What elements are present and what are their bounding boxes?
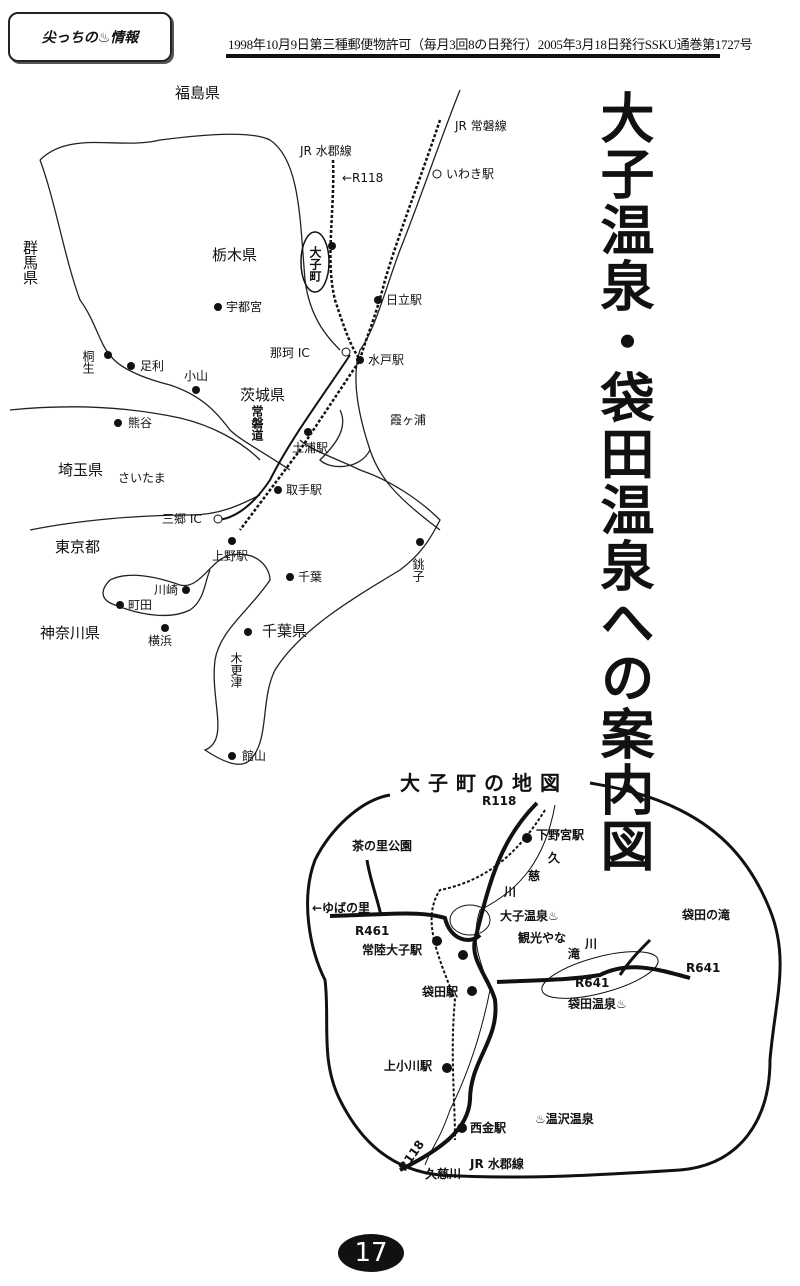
kasumigaura-lake: [319, 409, 371, 468]
label-chanosato-park: 茶の里公園: [351, 838, 412, 853]
kuji-river: [424, 804, 556, 1166]
label-saigane: 西金駅: [470, 1120, 507, 1135]
jr-joban-line: [238, 119, 442, 531]
page-title: 大子温泉・袋田温泉への案内図: [591, 90, 654, 874]
label-kumagaya: 熊谷: [128, 415, 152, 430]
label-kasumigaura: 霞ヶ浦: [390, 413, 426, 427]
label-jr-suigun: JR 水郡線: [299, 143, 352, 158]
label-jr-suigun-town: JR 水郡線: [469, 1156, 524, 1171]
town-map-title: 大子町の地図: [400, 771, 568, 795]
label-chiba: 千葉: [298, 570, 322, 584]
river-char-1: 久: [548, 850, 561, 865]
daigo-onsen-area: [449, 904, 491, 936]
label-misato-ic: 三郷 IC: [162, 512, 202, 526]
label-nukuzawa-onsen: ♨温沢温泉: [535, 1111, 595, 1126]
label-yokohama: 横浜: [148, 634, 172, 648]
label-r641-east: R641: [686, 961, 720, 975]
page-number: 17: [338, 1234, 404, 1272]
road-r118: [399, 801, 539, 1172]
daigo-town-highlight: [300, 231, 330, 293]
coastline-chiba: [109, 439, 441, 765]
label-kuji-river: 久慈川: [425, 1166, 461, 1181]
label-fukuroda-onsen: 袋田温泉♨: [567, 996, 627, 1011]
label-iwaki: いわき駅: [446, 167, 494, 181]
road-chanosato: [365, 859, 383, 917]
label-utsunomiya: 宇都宮: [226, 299, 262, 314]
label-fukuroda-falls: 袋田の滝: [681, 907, 730, 922]
coastline-ibaraki: [355, 89, 461, 531]
label-tokyo: 東京都: [55, 538, 100, 556]
label-hitachi: 日立駅: [386, 292, 422, 307]
label-saitama: 埼玉県: [58, 461, 103, 479]
coastline-kanagawa: [102, 569, 211, 617]
border-tochigi: [39, 159, 291, 471]
rail-lines: [238, 119, 442, 531]
river-char-4: 滝: [568, 946, 580, 961]
river-char-5: 川: [584, 937, 597, 951]
label-kanagawa: 神奈川県: [40, 624, 100, 642]
label-daigo-onsen: 大子温泉♨: [500, 908, 559, 923]
road-r641: [496, 965, 691, 984]
header-divider: [226, 54, 720, 58]
label-kanko-yana: 観光やな: [518, 930, 566, 945]
label-r118: ←R118: [342, 171, 383, 185]
station-dots: [104, 242, 424, 760]
label-mito: 水戸駅: [368, 353, 404, 367]
town-boundary: [306, 781, 782, 1179]
town-roads: [329, 801, 691, 1172]
main-map-labels: JR 常磐線 JR 水郡線 ←R118 常磐道 大子町 いわき駅 宇都宮 日立駅…: [81, 118, 507, 763]
label-ashikaga: 足利: [140, 359, 164, 373]
label-toride: 取手駅: [286, 483, 322, 497]
main-map-lines: [9, 89, 461, 765]
label-kamiogawa: 上小川駅: [384, 1058, 433, 1073]
fukuroda-onsen-area: [541, 951, 659, 999]
label-naka-ic: 那珂 IC: [270, 346, 310, 360]
jr-suigun-line: [329, 159, 362, 361]
label-r641-inner: R641: [575, 976, 609, 990]
town-map-labels: R118 R461 R641 R641 R118 下野宮駅 茶の里公園 ←ゆばの…: [312, 794, 730, 1181]
border-tokyo: [29, 494, 261, 531]
label-tsuchiura: 土浦駅: [292, 441, 328, 455]
label-fukuroda-station: 袋田駅: [421, 984, 459, 999]
label-shimonomiya: 下野宮駅: [536, 827, 585, 842]
road-r461: [329, 911, 482, 942]
label-r118-north: R118: [482, 794, 516, 808]
joban-expressway: [214, 354, 351, 521]
label-ibaraki: 茨城県: [240, 386, 285, 404]
newsletter-logo: 尖っちの♨情報: [8, 12, 172, 62]
naka-ic-marker: [341, 347, 351, 357]
label-kiryu: 桐生: [81, 350, 95, 374]
label-jr-joban: JR 常磐線: [454, 118, 507, 133]
river-char-3: 川: [503, 885, 516, 899]
label-chiba-pref: 千葉県: [262, 622, 307, 640]
label-tochigi: 栃木県: [212, 246, 257, 264]
label-ueno: 上野駅: [212, 549, 248, 563]
publication-info: 1998年10月9日第三種郵便物許可（毎月3回8の日発行）2005年3月18日発…: [228, 37, 753, 52]
label-r461: R461: [355, 924, 389, 938]
label-fukushima: 福島県: [175, 84, 220, 102]
label-kisarazu: 木更津: [229, 652, 243, 688]
river-char-2: 慈: [528, 868, 540, 883]
misato-ic-marker: [213, 514, 223, 524]
town-station-dots: [432, 833, 532, 1133]
label-kawasaki: 川崎: [154, 583, 178, 597]
label-oyama: 小山: [184, 369, 208, 383]
label-daigo-town: 大子町: [308, 245, 322, 283]
label-machida: 町田: [128, 598, 152, 612]
prefecture-labels: 福島県 群馬県 栃木県 茨城県 埼玉県 東京都 神奈川県 千葉県: [21, 84, 307, 642]
label-choshi: 銚子: [411, 557, 425, 582]
border-saitama: [9, 406, 261, 461]
label-yubanosato: ←ゆばの里: [312, 900, 370, 915]
label-tateyama: 館山: [242, 748, 266, 763]
border-fukushima: [39, 133, 341, 351]
label-hitachi-daigo: 常陸大子駅: [362, 942, 423, 957]
rail-suigun: [430, 809, 546, 1141]
label-gunma: 群馬県: [21, 240, 39, 285]
label-saitama-city: さいたま: [118, 471, 166, 485]
iwaki-station-marker: [432, 169, 442, 179]
road-fukuroda-falls: [618, 938, 652, 976]
label-joban-expressway: 常磐道: [250, 404, 264, 442]
